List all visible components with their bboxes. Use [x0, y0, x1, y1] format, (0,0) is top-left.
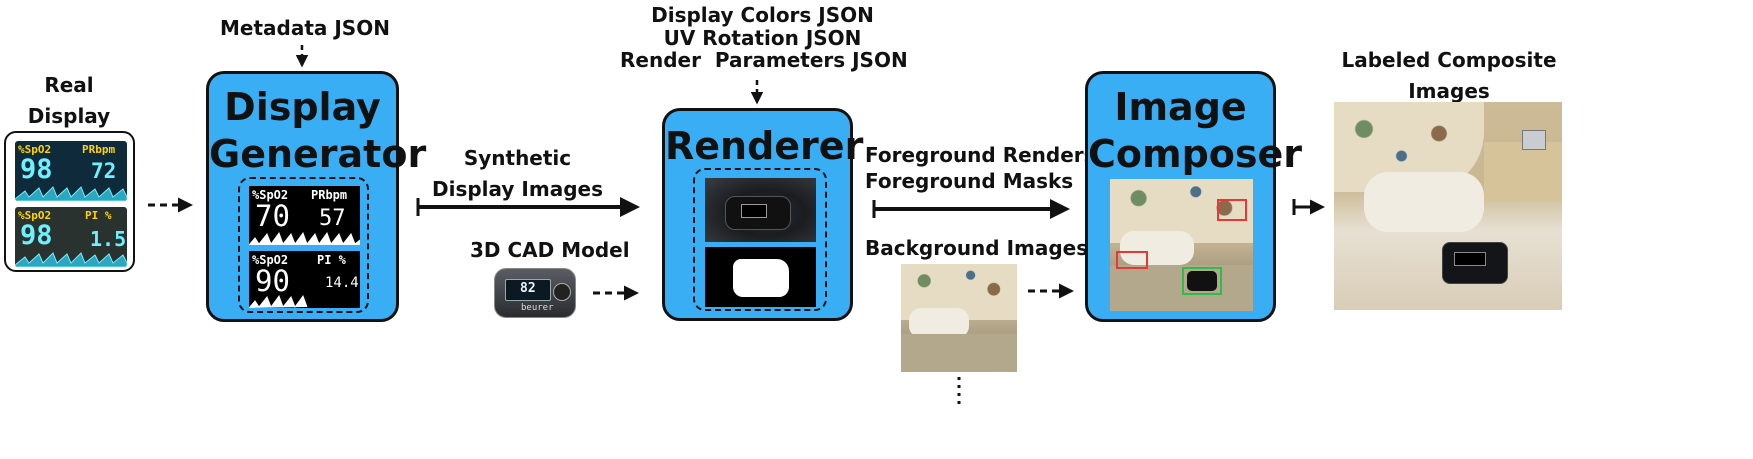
- renderer-outputs-group: [693, 168, 827, 311]
- spo2-label: %SpO2: [252, 188, 289, 202]
- foreground-render-image: [705, 178, 816, 242]
- display-colors-json-label: Display Colors JSON: [651, 3, 874, 27]
- pillow: [909, 308, 969, 338]
- bedspread: [901, 334, 1017, 372]
- synthetic-displays-group: %SpO2 PRbpm 70 57 %SpO2 PI % 90 14.4: [238, 177, 369, 313]
- metadata-json-label: Metadata JSON: [220, 16, 390, 40]
- pr-value: 57: [319, 206, 346, 231]
- synthetic-display-images-label: Synthetic Display Images: [432, 146, 603, 201]
- renderer-title: Renderer: [665, 124, 864, 168]
- pr-value: 72: [91, 159, 117, 183]
- cad-device-reading: 82: [520, 281, 536, 296]
- spo2-label: %SpO2: [18, 143, 52, 156]
- composite-preview-image: [1110, 179, 1253, 311]
- foreground-renders-label: Foreground Renders: [865, 143, 1096, 167]
- spo2-label: %SpO2: [18, 209, 52, 222]
- render-parameters-json-label: Render Parameters JSON: [620, 48, 908, 72]
- composited-device-screen: [1454, 252, 1486, 266]
- cad-model-label: 3D CAD Model: [470, 238, 630, 262]
- foreground-mask-image: [705, 247, 816, 307]
- pleth-waveform: [249, 231, 360, 245]
- display-generator-title-line1: Display: [224, 85, 381, 129]
- pr-label: PRbpm: [82, 143, 116, 156]
- image-composer-block: Image Composer: [1085, 71, 1303, 322]
- pi-value: 14.4: [325, 275, 359, 291]
- pr-label: PRbpm: [311, 188, 348, 202]
- spo2-value: 90: [255, 264, 290, 298]
- pi-label: PI %: [85, 209, 112, 222]
- pillow: [1364, 172, 1484, 232]
- rendered-device-screen: [741, 204, 767, 218]
- foreground-masks-label: Foreground Masks: [865, 169, 1074, 193]
- red-bounding-box: [1217, 199, 1247, 221]
- real-display-image-bottom: %SpO2 PI % 98 1.5: [15, 207, 127, 267]
- spo2-label: %SpO2: [252, 253, 289, 267]
- composited-device: [1187, 271, 1217, 291]
- pleth-waveform: [249, 294, 308, 308]
- red-bounding-box: [1116, 251, 1148, 269]
- uv-rotation-json-label: UV Rotation JSON: [663, 26, 862, 50]
- synthetic-display-image-top: %SpO2 PRbpm 70 57: [249, 186, 360, 245]
- pi-label: PI %: [317, 253, 346, 267]
- pleth-waveform: [15, 252, 127, 267]
- pleth-waveform: [15, 186, 127, 201]
- display-generator-title-line2: Generator: [209, 132, 427, 176]
- cad-device-button: [553, 283, 571, 301]
- display-generator-block: Display Generator %SpO2 PRbpm 70 57 %SpO…: [206, 71, 427, 322]
- pi-value: 1.5: [90, 227, 127, 251]
- image-composer-title-line2: Composer: [1088, 132, 1303, 176]
- spo2-value: 70: [255, 199, 290, 233]
- mask-shape: [733, 259, 789, 297]
- nightstand: [1484, 142, 1562, 202]
- labeled-composite-image: [1334, 102, 1562, 310]
- image-composer-title-line1: Image: [1114, 85, 1247, 129]
- cad-device-screen: 82: [505, 279, 551, 301]
- background-image: [901, 264, 1017, 372]
- background-images-label: Background Images: [865, 236, 1089, 260]
- clock-radio: [1522, 130, 1546, 150]
- real-display-images-panel: %SpO2 PRbpm 98 72 %SpO2 PI % 98 1.5: [4, 131, 135, 272]
- spo2-value: 98: [20, 220, 53, 251]
- labeled-composite-images-label: Labeled Composite Images: [1341, 48, 1557, 103]
- green-bounding-box: [1182, 267, 1222, 295]
- real-display-image-top: %SpO2 PRbpm 98 72: [15, 141, 127, 201]
- pillow: [1120, 231, 1194, 265]
- bedspread: [1110, 265, 1253, 311]
- cad-device-brand: beurer: [521, 303, 554, 313]
- cad-model-image: 82 beurer: [494, 268, 576, 318]
- spo2-value: 98: [20, 154, 53, 185]
- synthetic-display-image-bottom: %SpO2 PI % 90 14.4: [249, 251, 360, 308]
- renderer-block: Renderer: [662, 108, 864, 321]
